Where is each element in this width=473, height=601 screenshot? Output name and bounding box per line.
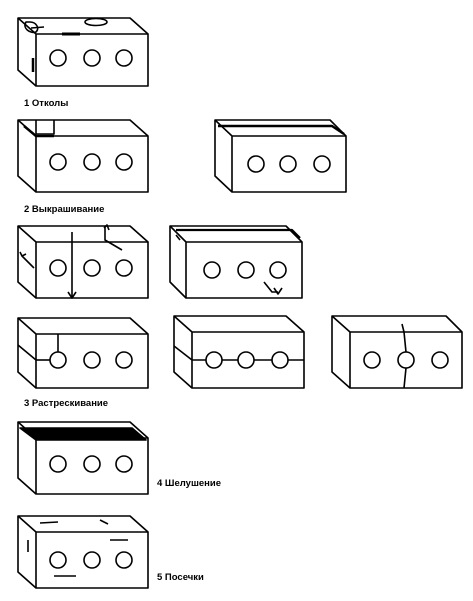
brick-hole bbox=[237, 261, 255, 279]
brick-outline bbox=[17, 225, 149, 299]
brick-hole bbox=[115, 49, 133, 67]
crack-line bbox=[21, 255, 35, 269]
brick-cracking-2 bbox=[169, 225, 303, 299]
brick-outline bbox=[17, 515, 149, 589]
brick-hole bbox=[83, 153, 101, 171]
crack-line bbox=[17, 344, 37, 361]
brick-hole bbox=[49, 153, 67, 171]
crack-arrow bbox=[67, 291, 77, 299]
brick-peeling bbox=[17, 421, 149, 495]
brick-spalling-corner bbox=[17, 119, 149, 193]
brick-hole bbox=[49, 455, 67, 473]
brick-outline bbox=[214, 119, 347, 193]
brick-edges bbox=[17, 17, 148, 86]
brick-edges bbox=[214, 119, 346, 192]
brick-hole bbox=[49, 351, 67, 369]
brick-edges bbox=[17, 515, 148, 588]
spall-area bbox=[35, 120, 55, 135]
brick-hole bbox=[397, 351, 415, 369]
crack-line bbox=[401, 323, 407, 353]
spall-band bbox=[218, 124, 345, 136]
brick-chips bbox=[17, 17, 149, 87]
brick-outline bbox=[169, 225, 303, 299]
brick-outline bbox=[17, 317, 149, 389]
brick-hole bbox=[83, 351, 101, 369]
brick-hole bbox=[237, 351, 255, 369]
crack-line bbox=[403, 367, 407, 389]
crack-line bbox=[104, 226, 123, 251]
brick-edges bbox=[331, 315, 462, 388]
crack-band bbox=[176, 228, 301, 239]
peeling-layer bbox=[19, 427, 147, 441]
brick-cracking-3 bbox=[17, 317, 149, 389]
brick-cracking-4 bbox=[173, 315, 305, 389]
spall-area-shadow bbox=[23, 125, 54, 138]
crack-arrow bbox=[273, 287, 283, 295]
caption-chips: 1 Отколы bbox=[24, 98, 68, 109]
brick-outline bbox=[331, 315, 463, 389]
brick-hole bbox=[115, 551, 133, 569]
crack-arrow bbox=[103, 224, 110, 231]
caption-scratches: 5 Посечки bbox=[157, 572, 204, 583]
chip-mark bbox=[30, 26, 45, 29]
brick-hole bbox=[313, 155, 331, 173]
brick-hole bbox=[83, 455, 101, 473]
brick-hole bbox=[203, 261, 221, 279]
brick-hole bbox=[115, 455, 133, 473]
brick-hole bbox=[271, 351, 289, 369]
crack-band bbox=[175, 234, 181, 241]
brick-edges bbox=[173, 315, 304, 388]
brick-hole bbox=[83, 259, 101, 277]
brick-edges bbox=[17, 225, 148, 298]
brick-scratches bbox=[17, 515, 149, 589]
brick-cracking-1 bbox=[17, 224, 149, 299]
caption-spalling: 2 Выкрашивание bbox=[24, 204, 104, 215]
brick-hole bbox=[83, 551, 101, 569]
caption-cracking: 3 Растрескивание bbox=[24, 398, 108, 409]
brick-edges bbox=[169, 225, 302, 298]
brick-hole bbox=[247, 155, 265, 173]
brick-hole bbox=[83, 49, 101, 67]
brick-hole bbox=[431, 351, 449, 369]
brick-hole bbox=[115, 351, 133, 369]
brick-hole bbox=[205, 351, 223, 369]
brick-hole bbox=[269, 261, 287, 279]
crack-arrow bbox=[19, 251, 27, 257]
chip-corner bbox=[24, 21, 39, 34]
brick-edges bbox=[17, 317, 148, 388]
scratch-mark bbox=[99, 519, 109, 525]
caption-peeling: 4 Шелушение bbox=[157, 478, 221, 489]
brick-outline bbox=[173, 315, 305, 389]
brick-hole bbox=[49, 551, 67, 569]
brick-hole bbox=[115, 153, 133, 171]
brick-hole bbox=[363, 351, 381, 369]
brick-outline bbox=[17, 17, 149, 87]
scratch-mark bbox=[39, 521, 59, 524]
chip-top bbox=[84, 17, 108, 27]
brick-hole bbox=[279, 155, 297, 173]
crack-line bbox=[173, 345, 193, 361]
brick-hole bbox=[49, 259, 67, 277]
brick-spalling-top bbox=[214, 119, 347, 193]
brick-cracking-5 bbox=[331, 315, 463, 389]
brick-outline bbox=[17, 119, 149, 193]
brick-outline bbox=[17, 421, 149, 495]
brick-hole bbox=[115, 259, 133, 277]
brick-hole bbox=[49, 49, 67, 67]
